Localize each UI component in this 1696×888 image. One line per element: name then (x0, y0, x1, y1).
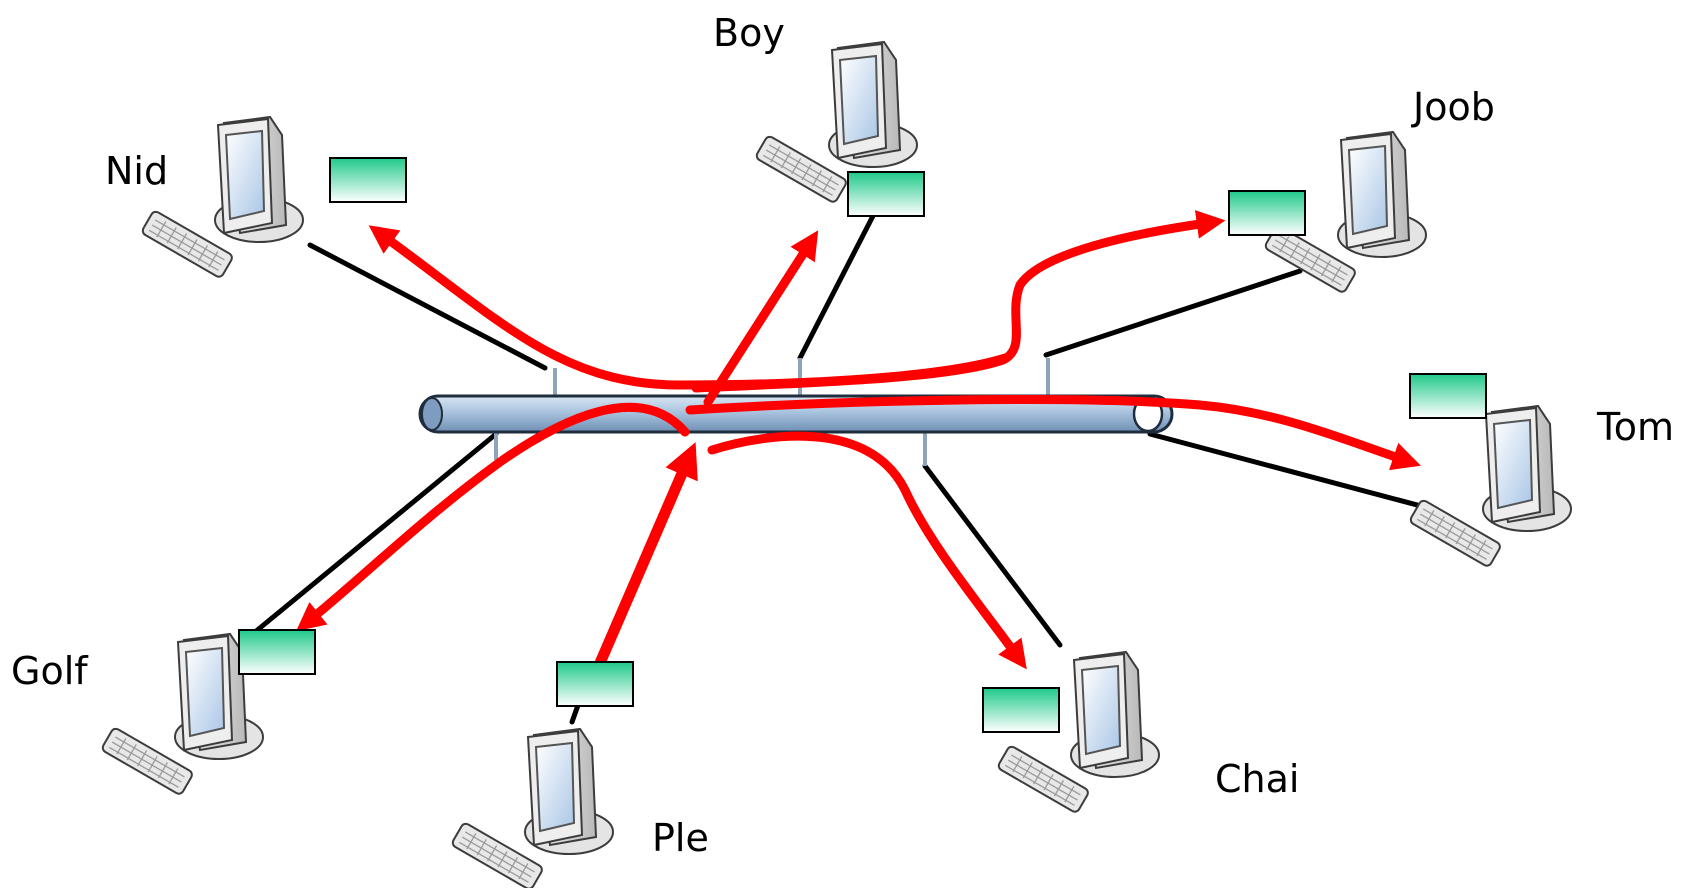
bus-taps (494, 358, 1050, 466)
label-nid: Nid (105, 149, 168, 193)
arrow-ple-to-bus (594, 442, 698, 669)
label-chai: Chai (1215, 757, 1299, 801)
packet-golf-icon (238, 629, 316, 675)
arrow-to-tom (685, 395, 1421, 471)
packets (238, 157, 1487, 733)
label-tom: Tom (1596, 405, 1674, 449)
packet-nid-icon (329, 157, 407, 203)
arrow-to-golf (296, 402, 690, 632)
bus-end-left (421, 397, 443, 431)
cable-boy (797, 209, 878, 361)
label-joob: Joob (1411, 85, 1495, 129)
cable-golf (252, 431, 499, 635)
cable-joob (1043, 268, 1303, 358)
cable-chai (922, 463, 1063, 648)
packet-joob-icon (1228, 190, 1306, 236)
arrow-to-chai (707, 431, 1027, 670)
cable-nid (307, 242, 548, 371)
cable-tom (1147, 431, 1439, 513)
label-golf: Golf (11, 649, 89, 693)
packet-ple-icon (556, 661, 634, 707)
label-boy: Boy (713, 11, 785, 55)
packet-boy-icon (847, 171, 925, 217)
signal-arrows (296, 210, 1421, 670)
label-ple: Ple (652, 816, 709, 860)
packet-chai-icon (982, 687, 1060, 733)
arrow-to-joob (691, 210, 1226, 393)
node-labels: Nid Boy Joob Tom Golf Ple Chai (11, 11, 1674, 860)
arrow-to-boy (703, 230, 819, 407)
packet-tom-icon (1409, 373, 1487, 419)
drop-cables (252, 209, 1439, 725)
